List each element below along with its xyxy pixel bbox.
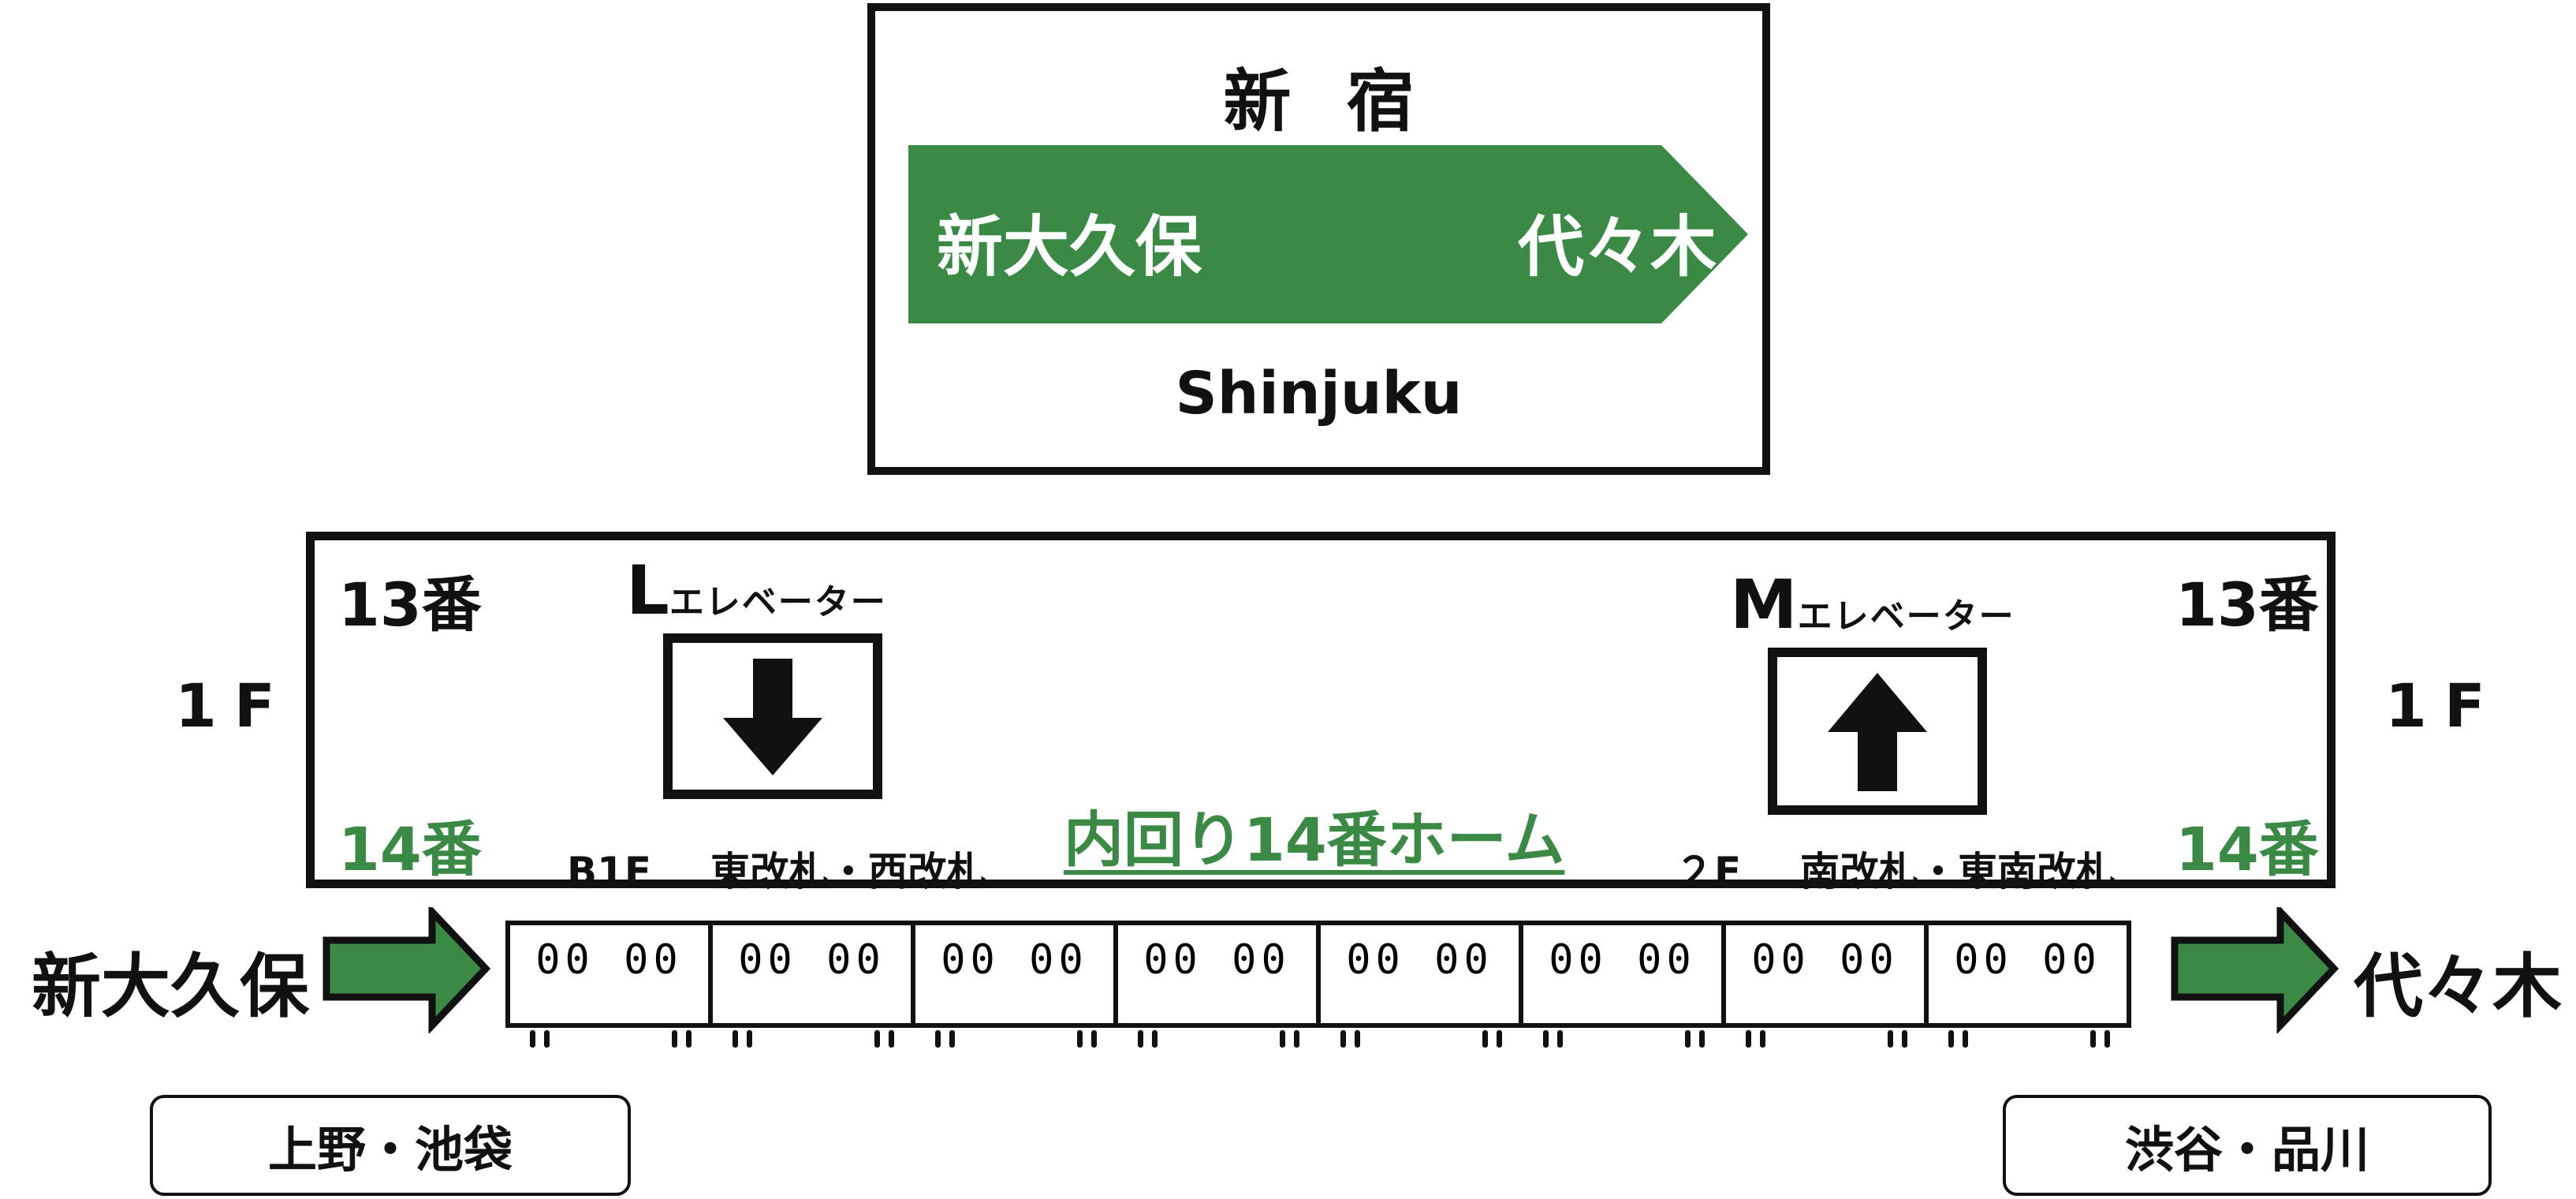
direction-box-right: 渋谷・品川 bbox=[2003, 1095, 2492, 1196]
arrow-up-icon bbox=[1828, 673, 1927, 791]
wheel bbox=[1557, 1030, 1563, 1048]
elevator-m-gates: 南改札・東南改札 bbox=[1800, 849, 2116, 895]
train-car: 00 00 bbox=[1113, 921, 1321, 1048]
train-car: 00 00 bbox=[505, 921, 713, 1048]
elevator-m-suffix: エレベーター bbox=[1797, 596, 2015, 637]
wheel bbox=[672, 1030, 677, 1048]
floor-label-left: 1F bbox=[175, 670, 293, 741]
wheel bbox=[1152, 1030, 1158, 1048]
elevator-l-suffix: エレベーター bbox=[669, 582, 887, 622]
wheel bbox=[874, 1030, 880, 1048]
train-car: 00 00 bbox=[708, 921, 915, 1048]
wheel bbox=[935, 1030, 941, 1048]
wheel bbox=[1948, 1030, 1954, 1048]
car-windows: 00 00 bbox=[1954, 936, 2101, 984]
elevator-m-letter: M bbox=[1730, 566, 1798, 644]
train-from-station: 新大久保 bbox=[32, 946, 310, 1027]
wheel bbox=[1138, 1030, 1143, 1048]
track-14-right: 14番 bbox=[2175, 814, 2319, 884]
wheel bbox=[2104, 1030, 2110, 1048]
train-car: 00 00 bbox=[1519, 921, 1726, 1048]
car-windows: 00 00 bbox=[941, 936, 1088, 984]
wheel bbox=[949, 1030, 955, 1048]
prev-station-label: 新大久保 bbox=[937, 208, 1202, 286]
direction-left-label: 上野・池袋 bbox=[267, 1121, 513, 1178]
wheel bbox=[1340, 1030, 1346, 1048]
next-station-label: 代々木 bbox=[1518, 208, 1717, 286]
elevator-m-box[interactable] bbox=[1768, 648, 1987, 815]
station-name-en: Shinjuku bbox=[1175, 360, 1463, 428]
car-windows: 00 00 bbox=[1549, 936, 1696, 984]
wheel bbox=[1746, 1030, 1751, 1048]
train-car: 00 00 bbox=[1721, 921, 1929, 1048]
car-windows: 00 00 bbox=[738, 936, 885, 984]
wheel bbox=[1699, 1030, 1705, 1048]
arrow-down-icon bbox=[723, 659, 822, 775]
platform-map: 13番 14番 13番 14番 Lエレベーター B1F 東改札・西改札 Mエレベ… bbox=[306, 532, 2336, 895]
elevator-l-letter: L bbox=[626, 551, 669, 630]
train: 00 00 00 00 00 00 00 00 00 00 00 00 00 00 00 00 bbox=[505, 921, 2131, 1048]
wheel bbox=[544, 1030, 550, 1048]
elevator-l-box[interactable] bbox=[663, 633, 882, 799]
wheel bbox=[747, 1030, 752, 1048]
wheel bbox=[1760, 1030, 1765, 1048]
wheel bbox=[530, 1030, 535, 1048]
car-windows: 00 00 bbox=[1346, 936, 1493, 984]
station-sign: 新宿 新大久保 代々木 Shinjuku bbox=[867, 3, 1770, 475]
elevator-l-destination: B1F 東改札・西改札 bbox=[567, 840, 986, 897]
wheel bbox=[686, 1030, 692, 1048]
wheel bbox=[1963, 1030, 1968, 1048]
train-car: 00 00 bbox=[1316, 921, 1523, 1048]
wheel bbox=[1543, 1030, 1549, 1048]
wheel bbox=[889, 1030, 894, 1048]
wheel bbox=[1902, 1030, 1907, 1048]
train-car: 00 00 bbox=[911, 921, 1118, 1048]
track-13-left: 13番 bbox=[338, 570, 482, 640]
wheel bbox=[1355, 1030, 1360, 1048]
direction-right-label: 渋谷・品川 bbox=[2124, 1121, 2369, 1178]
elevator-m-title: Mエレベーター bbox=[1730, 566, 2015, 644]
wheel bbox=[1888, 1030, 1893, 1048]
direction-box-left: 上野・池袋 bbox=[150, 1095, 631, 1196]
train-to-station: 代々木 bbox=[2354, 946, 2563, 1027]
direction-arrow bbox=[908, 145, 1748, 323]
wheel bbox=[733, 1030, 738, 1048]
car-windows: 00 00 bbox=[1143, 936, 1291, 984]
car-windows: 00 00 bbox=[535, 936, 683, 984]
wheel bbox=[1280, 1030, 1285, 1048]
train-car: 00 00 bbox=[1924, 921, 2131, 1048]
elevator-m-floor: ２F bbox=[1675, 849, 1742, 895]
wheel bbox=[1091, 1030, 1097, 1048]
track-14-left: 14番 bbox=[338, 814, 482, 884]
station-name-jp: 新宿 bbox=[1223, 62, 1470, 141]
arrow-shape bbox=[908, 145, 1748, 323]
wheel bbox=[2090, 1030, 2096, 1048]
elevator-m-destination: ２F 南改札・東南改札 bbox=[1675, 840, 2116, 897]
arrow-right-icon bbox=[2171, 907, 2339, 1033]
wheel bbox=[1497, 1030, 1502, 1048]
wheel bbox=[1685, 1030, 1691, 1048]
wheel bbox=[1482, 1030, 1488, 1048]
track-13-right: 13番 bbox=[2175, 570, 2319, 640]
wheel bbox=[1077, 1030, 1083, 1048]
elevator-l-gates: 東改札・西改札 bbox=[710, 849, 986, 895]
arrow-right-icon bbox=[322, 907, 491, 1033]
elevator-l-floor: B1F bbox=[567, 849, 652, 895]
car-windows: 00 00 bbox=[1751, 936, 1899, 984]
elevator-l-title: Lエレベーター bbox=[626, 551, 887, 630]
floor-label-right: 1F bbox=[2385, 670, 2503, 741]
wheel bbox=[1294, 1030, 1299, 1048]
platform-title: 内回り14番ホーム bbox=[1064, 805, 1565, 875]
